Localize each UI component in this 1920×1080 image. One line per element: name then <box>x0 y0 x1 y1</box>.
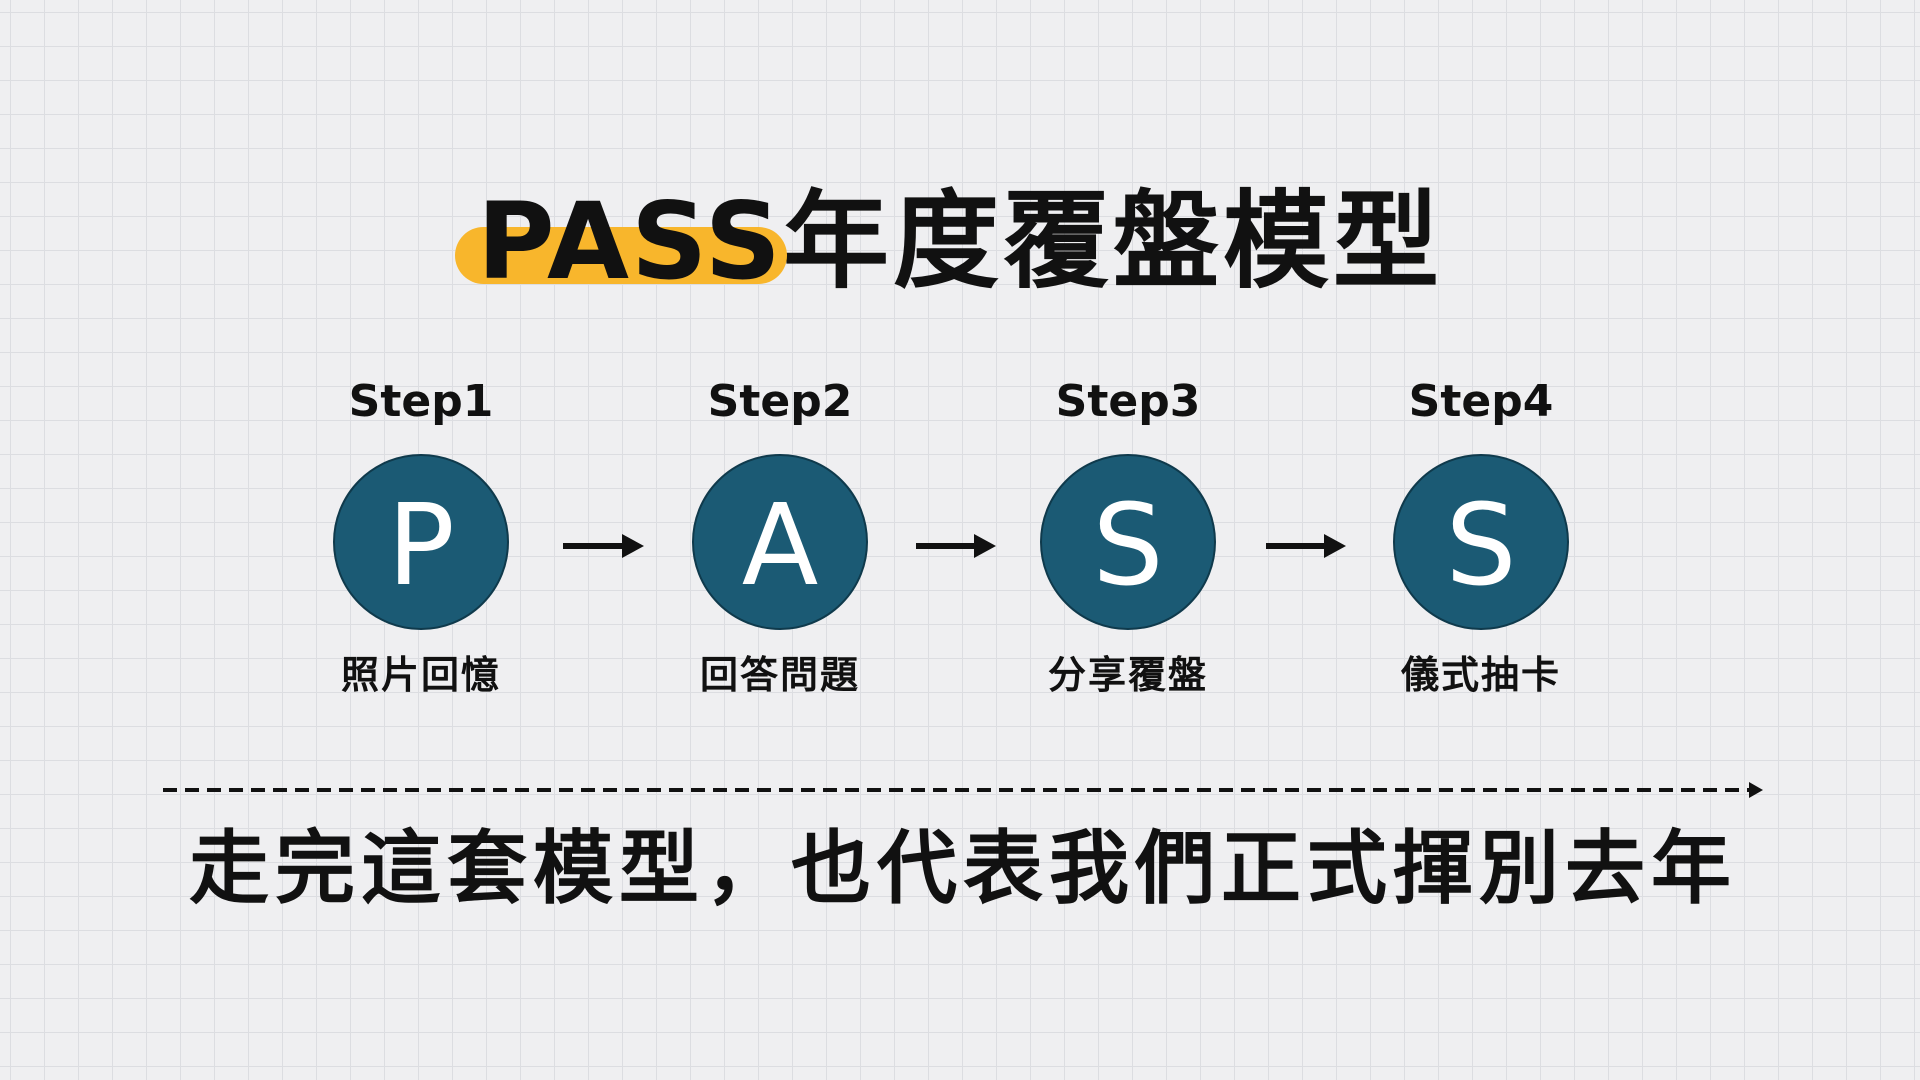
step-circle: A <box>692 454 868 630</box>
arrow-head <box>974 534 996 558</box>
step-4: Step4 S 儀式抽卡 <box>1321 370 1641 700</box>
dashed-arrow-right-icon <box>163 782 1763 798</box>
step-label: Step2 <box>707 376 853 427</box>
step-letter: S <box>1445 481 1517 611</box>
footer-text: 走完這套模型，也代表我們正式揮別去年 <box>189 822 1737 915</box>
step-caption: 回答問題 <box>699 653 860 697</box>
step-3: Step3 S 分享覆盤 <box>968 370 1288 700</box>
step-circle: S <box>1040 454 1216 630</box>
arrow-right-icon <box>916 534 996 558</box>
arrow-right-icon <box>1266 534 1346 558</box>
step-circle: P <box>333 454 509 630</box>
step-label: Step3 <box>1055 376 1201 427</box>
timeline-arrow-head <box>1749 782 1763 798</box>
title-highlight-text: PASS <box>477 180 783 303</box>
arrow-right-icon <box>563 534 644 558</box>
arrow-shaft <box>916 543 976 549</box>
step-letter: A <box>741 481 819 611</box>
arrow-head <box>1324 534 1346 558</box>
timeline-dashes <box>163 788 1751 792</box>
step-1: Step1 P 照片回憶 <box>261 370 581 700</box>
step-circle: S <box>1393 454 1569 630</box>
title-rest-text: 年度覆盤模型 <box>782 180 1443 303</box>
arrow-head <box>622 534 644 558</box>
step-letter: P <box>387 481 455 611</box>
step-label: Step4 <box>1408 376 1554 427</box>
step-caption: 儀式抽卡 <box>1400 653 1561 697</box>
step-caption: 照片回憶 <box>340 653 501 697</box>
arrow-shaft <box>1266 543 1326 549</box>
step-label: Step1 <box>348 376 494 427</box>
step-caption: 分享覆盤 <box>1047 653 1208 697</box>
title-highlight-group: PASS <box>455 180 787 303</box>
arrow-shaft <box>563 543 624 549</box>
step-letter: S <box>1092 481 1164 611</box>
page-title: PASS年度覆盤模型 <box>0 182 1920 302</box>
step-2: Step2 A 回答問題 <box>620 370 940 700</box>
